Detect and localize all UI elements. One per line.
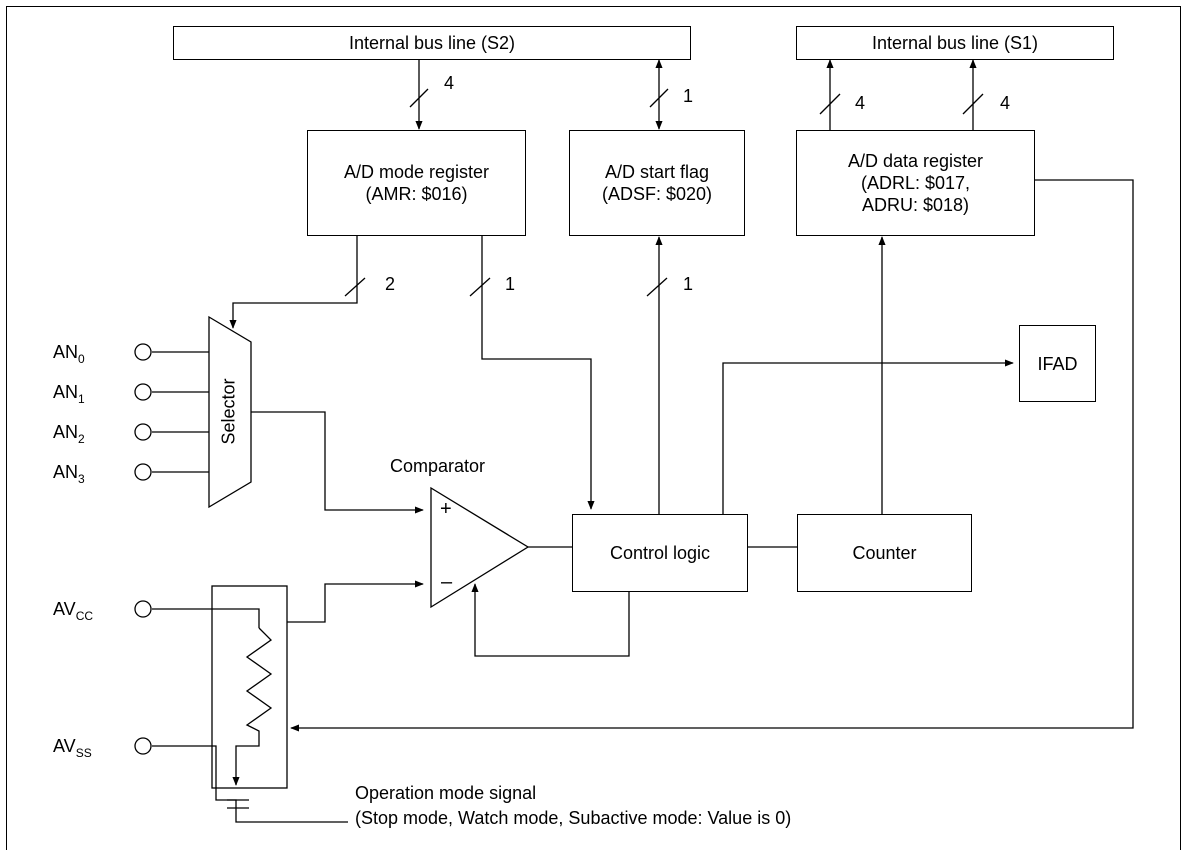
ad-start-flag-label: A/D start flag (ADSF: $020) (601, 162, 713, 204)
pin-an0-sub: 0 (78, 352, 85, 366)
pin-an0-label: AN0 (53, 342, 85, 366)
control-logic-label: Control logic (609, 543, 711, 563)
pin-an2-sub: 2 (78, 432, 85, 446)
width-amr-selector: 2 (385, 274, 396, 294)
ifad-box: IFAD (1019, 325, 1096, 402)
selector-label: Selector (218, 378, 239, 445)
internal-bus-s2-label: Internal bus line (S2) (348, 33, 516, 53)
width-s2-adsf: 1 (683, 86, 694, 106)
pin-avss-base: AV (53, 736, 76, 756)
ad-data-register-label: A/D data register (ADRL: $017, ADRU: $01… (847, 151, 984, 215)
control-logic: Control logic (572, 514, 748, 592)
internal-bus-s2: Internal bus line (S2) (173, 26, 691, 60)
slash-control-adsf (646, 277, 668, 297)
pin-avcc-sub: CC (75, 609, 94, 623)
pin-an0-circle (134, 343, 152, 361)
slash-amr-selector (344, 277, 366, 297)
pin-avcc-circle (134, 600, 152, 618)
ad-mode-register-label: A/D mode register (AMR: $016) (343, 162, 490, 204)
ladder-enclosure (211, 585, 288, 789)
wire-ladder-comparator (287, 580, 424, 623)
pin-avss-label: AVSS (53, 736, 92, 760)
slash-amr-control (469, 277, 491, 297)
pin-an3-sub: 3 (78, 472, 85, 486)
pin-avcc-label: AVCC (53, 599, 94, 623)
slash-adr-s1-right (962, 93, 984, 115)
comparator-label: Comparator (390, 456, 486, 476)
wire-amr-control (481, 234, 595, 510)
counter-box: Counter (797, 514, 972, 592)
pin-an3-base: AN (53, 462, 79, 482)
wire-avcc (152, 608, 260, 628)
pin-an2-base: AN (53, 422, 79, 442)
pin-an1-sub: 1 (78, 392, 85, 406)
wire-avss (152, 745, 348, 823)
pin-an1-label: AN1 (53, 382, 85, 406)
pin-avcc-base: AV (53, 599, 76, 619)
width-s2-amr: 4 (444, 73, 455, 93)
slash-adr-s1-left (819, 93, 841, 115)
pin-an3-label: AN3 (53, 462, 85, 486)
wire-adr-ladder (290, 179, 1134, 732)
wire-control-ifad (722, 359, 1014, 514)
ad-data-register: A/D data register (ADRL: $017, ADRU: $01… (796, 130, 1035, 236)
operation-mode-note-line1: Operation mode signal (355, 783, 537, 803)
wire-amr-selector (229, 234, 358, 329)
pin-an1-base: AN (53, 382, 79, 402)
slash-s2-amr (409, 88, 429, 108)
comparator-minus: – (441, 571, 453, 593)
comparator-shape (430, 486, 530, 609)
ad-start-flag: A/D start flag (ADSF: $020) (569, 130, 745, 236)
counter-label: Counter (852, 543, 917, 563)
comparator-plus: + (440, 498, 452, 520)
wire-control-feedback (471, 583, 630, 657)
ad-mode-register: A/D mode register (AMR: $016) (307, 130, 526, 236)
pin-an0-base: AN (53, 342, 79, 362)
resistor-zigzag (235, 627, 273, 760)
pin-an2-circle (134, 423, 152, 441)
ifad-label: IFAD (1037, 353, 1078, 374)
pin-avss-circle (134, 737, 152, 755)
pin-an3-circle (134, 463, 152, 481)
wire-selector-comparator (251, 411, 424, 514)
operation-mode-note-line2: (Stop mode, Watch mode, Subactive mode: … (355, 808, 792, 828)
width-adr-s1-right: 4 (1000, 93, 1011, 113)
pin-avss-sub: SS (75, 746, 92, 760)
slash-s2-adsf (649, 88, 669, 108)
pin-an2-label: AN2 (53, 422, 85, 446)
width-control-adsf: 1 (683, 274, 694, 294)
pin-an1-circle (134, 383, 152, 401)
internal-bus-s1-label: Internal bus line (S1) (871, 33, 1039, 53)
selector-shape (208, 315, 252, 509)
width-amr-control: 1 (505, 274, 516, 294)
internal-bus-s1: Internal bus line (S1) (796, 26, 1114, 60)
width-adr-s1-left: 4 (855, 93, 866, 113)
